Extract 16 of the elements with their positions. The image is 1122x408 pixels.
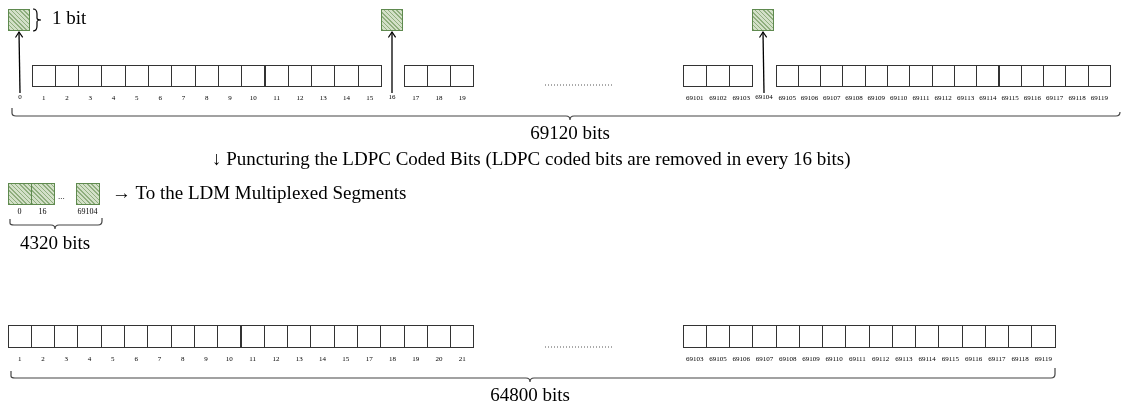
size-label: 4320 bits (19, 231, 91, 255)
arrow (14, 31, 24, 94)
punctured-bit (381, 9, 403, 31)
ellipsis-text: ... (58, 191, 65, 203)
size-label: 1 bit (52, 6, 87, 30)
arrow (758, 31, 768, 94)
step-text: ↓ Puncturing the LDPC Coded Bits (LDPC coded bits are removed in every 16 bits) (212, 147, 851, 171)
arrow (387, 31, 397, 94)
bit-index: 0 (17, 208, 22, 216)
size-label: 64800 bits (490, 383, 570, 407)
bit-index: 16 (38, 208, 47, 216)
bit-index: 69104 (77, 208, 98, 216)
punctured-bit (752, 9, 774, 31)
size-label: 69120 bits (530, 121, 610, 145)
output-text: → To the LDM Multiplexed Segments (112, 181, 407, 205)
punctured-bit (8, 9, 30, 31)
